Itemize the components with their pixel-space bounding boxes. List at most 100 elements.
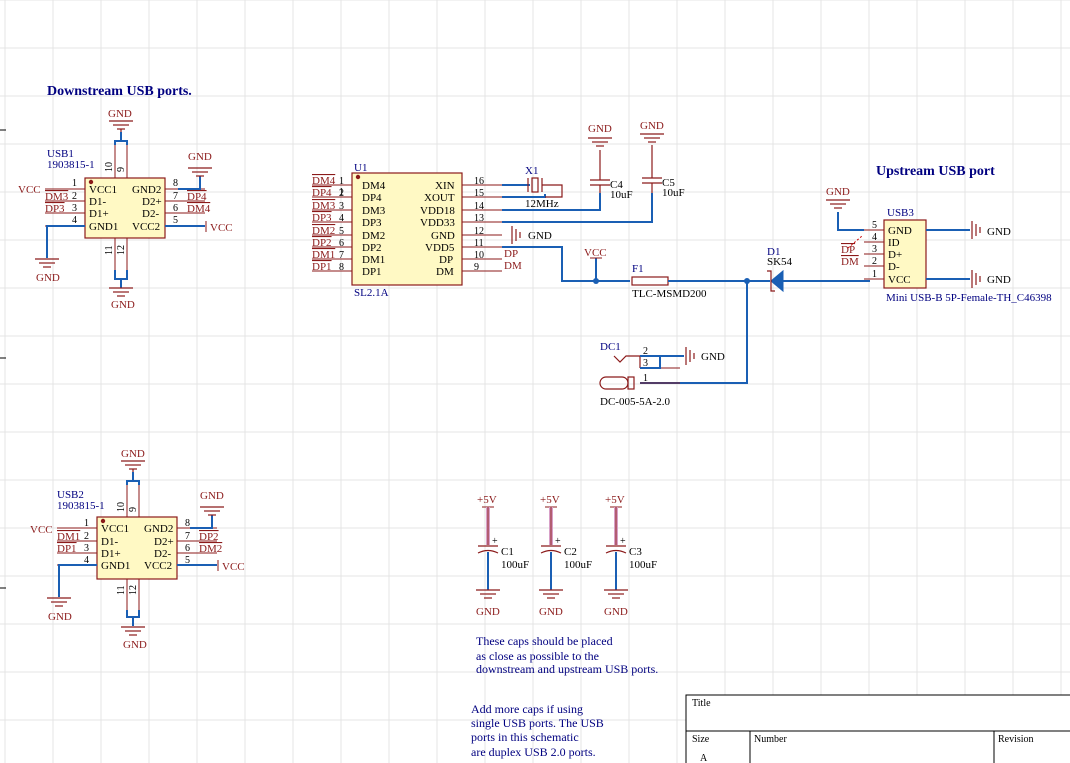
u1-pin-name: VDD33 [420,217,455,229]
usb2-pin-num: 12 [128,585,139,595]
c5-designator: C5 [662,177,675,189]
u1-net-label: DP1 [312,261,332,273]
usb1-pin-name: D2+ [142,196,162,208]
dc1-barrel-jack[interactable]: DC1 2 3 1 DC-005-5A-2.0 GND [599,341,725,408]
sheet-border-ticks [0,129,6,589]
usb1-gnd-label: GND [111,299,135,311]
usb2-nets: VCC DM1 DP1 DP2 DM2 VCC GND GND GND GND [30,448,245,651]
usb2-pin1-marker [100,518,106,524]
d1-schottky-diode[interactable]: D1 SK54 [767,246,870,293]
title-label: Title [692,698,711,709]
x1-designator: X1 [525,165,538,177]
usb2-pin-num: 8 [185,518,190,529]
u1-net-label: DP3 [312,212,332,224]
heading-downstream: Downstream USB ports. [47,84,192,99]
c5-value: 10uF [662,187,685,199]
title-block: Title Size A Number Revision [685,694,1070,763]
u1-pin-name: DP [439,254,453,266]
u1-net-label: DP4 [312,187,332,199]
usb3-pin-name: GND [888,225,912,237]
usb2-net-vcc: VCC [30,524,53,536]
u1-pin-num: 4 [339,213,344,224]
usb3-pin-num: 5 [872,220,877,231]
ground-icon [121,460,145,472]
c4-capacitor[interactable]: C4 10uF GND [588,123,633,201]
usb1-pin-name: VCC1 [89,184,117,196]
junction-dot [593,278,599,284]
usb3-gnd-label: GND [826,186,850,198]
u1-pin-num: 1 [339,176,344,187]
usb2-pin-name: GND1 [101,560,130,572]
u1-pin-num: 12 [474,226,484,237]
usb3-net-label: DM [841,256,859,268]
u1-net-label: DM2 [312,225,335,237]
c5-capacitor[interactable]: C5 10uF GND [640,120,685,199]
usb2-gnd-label: GND [121,448,145,460]
usb2-gnd-label: GND [123,639,147,651]
usb3-pin-name: D- [888,261,900,273]
capacitor-value: 100uF [501,559,529,571]
usb2-part: 1903815-1 [57,500,105,512]
u1-pin-name: XIN [435,180,455,192]
note-caps-placement: These caps should be placed as close as … [476,634,658,676]
usb3-component[interactable]: USB3 Mini USB-B 5P-Female-TH_C46398 GND … [864,207,1052,304]
note-line: Add more caps if using [471,702,583,716]
u1-pin-num: 14 [474,201,484,212]
note-line: as close as possible to the [476,649,599,663]
note-line: single USB ports. The USB [471,716,604,730]
polarity-plus-icon: + [555,536,561,547]
u1-pin-name: VDD18 [420,205,455,217]
ground-icon [971,270,981,288]
d1-value: SK54 [767,256,793,268]
note-duplex-ports: Add more caps if using single USB ports.… [471,702,604,759]
u1-hub-ic[interactable]: U1 SL2.1A [351,162,463,299]
u1-pin-num: 3 [339,201,344,212]
note-line: These caps should be placed [476,634,613,648]
usb1-pin-num: 6 [173,203,178,214]
u1-pin-num: 7 [339,250,344,261]
u1-left-pins: DM4 DP4 DM3 DP3 DM2 DP2 DM1 DP1 1 2 [312,175,352,273]
u1-pin-num: 16 [474,176,484,187]
u1-pin-num: 11 [474,238,484,249]
usb1-nets: VCC DM3 DP3 DP4 DM4 VCC GND GND GND GND [18,108,233,311]
usb1-pin-name: VCC2 [132,221,160,233]
u1-right-pins: XIN XOUT VDD18 VDD33 GND VDD5 DP DM 16 1… [420,176,502,278]
dc1-pin-num: 3 [643,358,648,369]
polarity-plus-icon: + [492,536,498,547]
ground-icon [588,137,612,147]
usb1-designator: USB1 [47,148,74,160]
u1-left-pin-numbers: 1 2 3 4 5 6 7 8 [339,176,344,273]
usb2-component[interactable]: USB2 1903815-1 VCC1 D1- D1+ GND1 1 2 3 4… [57,480,217,617]
usb1-component[interactable]: USB1 1903815-1 VCC1 D1- D1+ GND1 1 2 3 4… [45,140,205,278]
usb3-pin-num: 1 [872,269,877,280]
revision-label: Revision [998,734,1034,745]
vcc-net-label: VCC [584,247,607,259]
usb2-pin-num: 7 [185,531,190,542]
usb1-net-label: DP3 [45,203,65,215]
ground-icon [188,167,212,177]
ground-icon [35,258,59,268]
usb1-pin-num: 4 [72,215,77,226]
usb1-pin-num: 5 [173,215,178,226]
power-rail-label: +5V [605,494,625,506]
bypass-capacitors: +5V+C1100uFGND+5V+C2100uFGND+5V+C3100uFG… [476,494,657,618]
usb2-pin-num: 3 [84,543,89,554]
usb3-pin-name: ID [888,237,900,249]
usb2-pin-num: 1 [84,518,89,529]
usb1-pin-num: 1 [72,178,77,189]
ground-icon [826,199,850,209]
usb3-nets: GND DP DM GND GND [826,186,1011,286]
x1-value: 12MHz [525,198,559,210]
usb1-pin-name: GND1 [89,221,118,233]
capacitor-designator: C3 [629,546,642,558]
usb1-pin-num: 8 [173,178,178,189]
ground-icon [476,589,500,599]
u1-pin-num: 1 [339,187,344,198]
usb3-part: Mini USB-B 5P-Female-TH_C46398 [886,292,1052,304]
x1-crystal[interactable]: X1 12MHz [525,165,563,210]
u1-net-label: DM1 [312,249,335,261]
u1-pin-num: 15 [474,188,484,199]
